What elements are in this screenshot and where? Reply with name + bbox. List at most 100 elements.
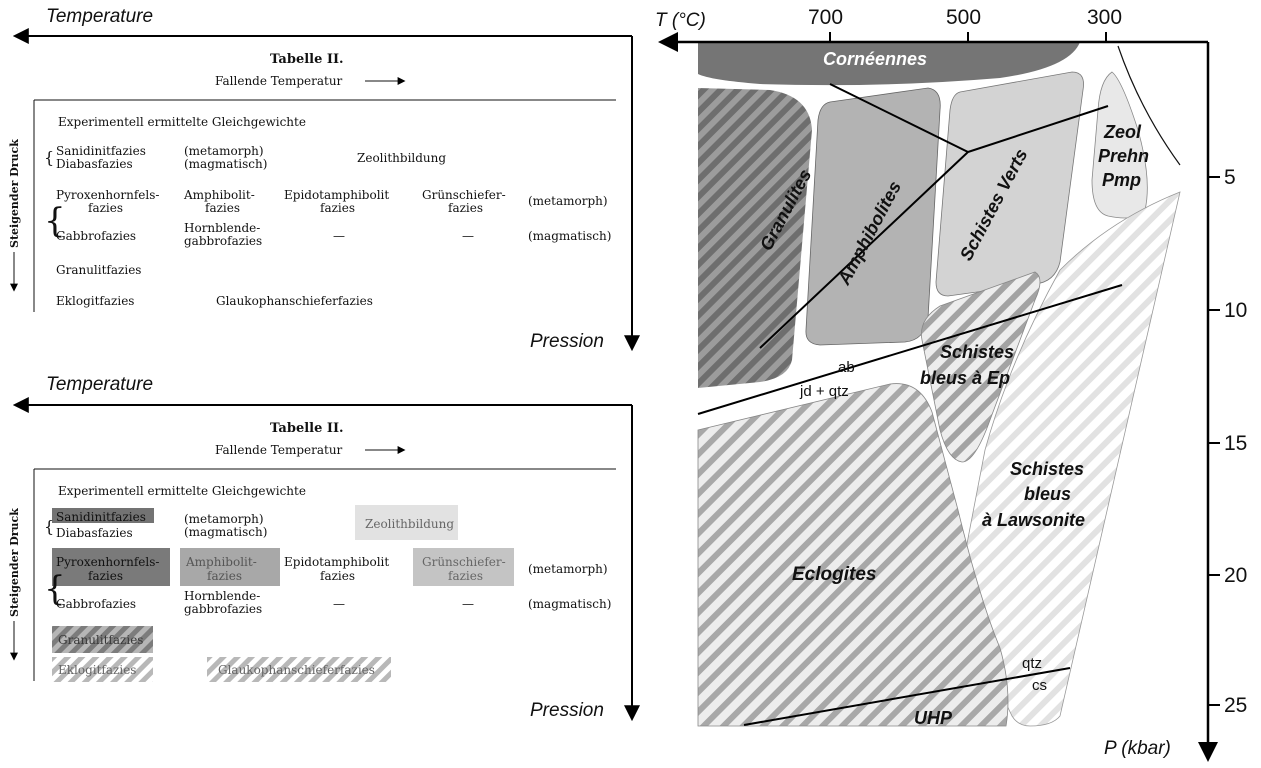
gabbro-label: Gabbrofazies: [56, 229, 136, 243]
pyroxen-label: Pyroxenhornfels-: [56, 555, 159, 569]
zeolith-fill: [355, 505, 458, 540]
brace: {: [44, 569, 66, 609]
pt-diagram: 700 500 300 T (°C) 5 10 15 20 25 P (kbar…: [655, 6, 1247, 762]
p-tick-label: 5: [1224, 166, 1236, 189]
gruen-fill: [413, 548, 514, 586]
schistes-bleus-ep-label: Schistes: [940, 342, 1014, 362]
side-label: Steigender Druck: [8, 508, 21, 617]
experiment-line: Experimentell ermittelte Gleichgewichte: [58, 484, 306, 498]
epidot-label-2: fazies: [320, 569, 355, 583]
zeol-label: Zeol: [1103, 122, 1142, 142]
epidot-label-2: fazies: [320, 201, 355, 215]
brace: {: [44, 148, 54, 167]
reaction-line-ab-jd-qtz: [697, 284, 1123, 415]
pmp-label: Pmp: [1102, 170, 1141, 190]
granulites-region: [698, 88, 812, 388]
p-tick-label: 15: [1224, 432, 1247, 455]
brace: {: [44, 201, 66, 241]
gruen-label-2: fazies: [448, 201, 483, 215]
reaction-line-qtz-cs: [743, 667, 1071, 726]
t-tick-label: 500: [946, 6, 981, 29]
prehn-label: Prehn: [1098, 146, 1149, 166]
reaction-line-corneennes: [829, 83, 969, 153]
dash: —: [462, 229, 474, 243]
temperature-label: Temperature: [46, 6, 153, 27]
eklogit-label: Eklogitfazies: [56, 294, 134, 308]
sanidinit-label: Sanidinitfazies: [56, 144, 146, 158]
gruen-label: Grünschiefer-: [422, 188, 506, 202]
hornblende-label-2: gabbrofazies: [184, 234, 262, 248]
eclogites-label: Eclogites: [792, 564, 876, 585]
granulit-label: Granulitfazies: [58, 633, 143, 647]
zeolith-label: Zeolithbildung: [365, 517, 454, 531]
gabbro-label: Gabbrofazies: [56, 597, 136, 611]
p-tick-label: 20: [1224, 564, 1247, 587]
pyroxen-fill: [52, 548, 170, 586]
eklogit-fill: [52, 657, 153, 682]
dash: —: [333, 597, 345, 611]
sanidinit-label: Sanidinitfazies: [56, 510, 146, 524]
corneennes-region: [698, 42, 1080, 86]
eklogit-label: Eklogitfazies: [58, 663, 136, 677]
p-axis-label: P (kbar): [1104, 738, 1171, 759]
pressure-label: Pression: [530, 331, 604, 352]
brace: {: [44, 517, 54, 536]
amphibolit-label-2: fazies: [205, 201, 240, 215]
zeolites-region: [1091, 71, 1148, 219]
schistes-bleus-law-label: Schistes: [1010, 459, 1084, 479]
p-tick-label: 25: [1224, 694, 1247, 717]
amphibolit-label: Amphibolit-: [185, 555, 257, 569]
magmatisch-right: (magmatisch): [528, 229, 611, 243]
diabas-label: Diabasfazies: [56, 526, 133, 540]
p-ticks: 5 10 15 20 25: [1208, 166, 1247, 717]
epidot-label: Epidotamphibolit: [284, 188, 389, 202]
t-ticks: 700 500 300: [808, 6, 1122, 42]
metamorph-right: (metamorph): [528, 562, 608, 576]
table-subtitle: Fallende Temperatur: [215, 74, 343, 88]
metamorph-right: (metamorph): [528, 194, 608, 208]
epidot-label: Epidotamphibolit: [284, 555, 389, 569]
metamorph-label: (metamorph): [184, 144, 264, 158]
diabas-label: Diabasfazies: [56, 157, 133, 171]
temperature-label: Temperature: [46, 374, 153, 395]
schistes-bleus-law-label-2: bleus: [1024, 484, 1071, 504]
gruen-label: Grünschiefer-: [422, 555, 506, 569]
p-tick-label: 10: [1224, 299, 1247, 322]
glaukophan-label: Glaukophanschieferfazies: [218, 663, 375, 677]
reaction-jd-qtz-label: jd + qtz: [799, 383, 849, 400]
t-tick-label: 700: [808, 6, 843, 29]
eclogites-region: [697, 383, 1009, 727]
schistes-bleus-ep-label-2: bleus à Ep: [920, 368, 1010, 388]
pyroxen-label-2: fazies: [88, 569, 123, 583]
uhp-label: UHP: [914, 708, 953, 728]
magmatisch-label: (magmatisch): [184, 157, 267, 171]
glaukophan-fill: [207, 657, 391, 682]
magmatisch-right: (magmatisch): [528, 597, 611, 611]
table-bottom: Temperature Pression Tabelle II. Fallend…: [8, 374, 640, 722]
magmatisch-label: (magmatisch): [184, 525, 267, 539]
hornblende-label: Hornblende-: [184, 221, 260, 235]
reaction-qtz-label: qtz: [1022, 655, 1042, 672]
reaction-cs-label: cs: [1032, 677, 1047, 694]
pyroxen-label: Pyroxenhornfels-: [56, 188, 159, 202]
table-title: Tabelle II.: [270, 52, 344, 67]
reaction-ab-label: ab: [838, 359, 855, 376]
corneennes-label: Cornéennes: [823, 49, 927, 69]
amphibolites-region: [805, 87, 941, 346]
zeolite-boundary-line: [1117, 45, 1181, 166]
granulit-shade: [52, 626, 153, 653]
gruen-label-2: fazies: [448, 569, 483, 583]
reaction-line-zeolite: [967, 105, 1109, 153]
amphibolit-label: Amphibolit-: [183, 188, 255, 202]
table-subtitle: Fallende Temperatur: [215, 443, 343, 457]
table-title: Tabelle II.: [270, 421, 344, 436]
granulit-label: Granulitfazies: [56, 263, 141, 277]
sanidinit-fill: [52, 508, 154, 523]
table-top: Temperature Pression Tabelle II. Fallend…: [8, 6, 640, 352]
experiment-line: Experimentell ermittelte Gleichgewichte: [58, 115, 306, 129]
schistes-bleus-law-label-3: à Lawsonite: [982, 510, 1085, 530]
amphibolit-label-2: fazies: [207, 569, 242, 583]
side-label: Steigender Druck: [8, 139, 21, 248]
glaukophan-label: Glaukophanschieferfazies: [216, 294, 373, 308]
